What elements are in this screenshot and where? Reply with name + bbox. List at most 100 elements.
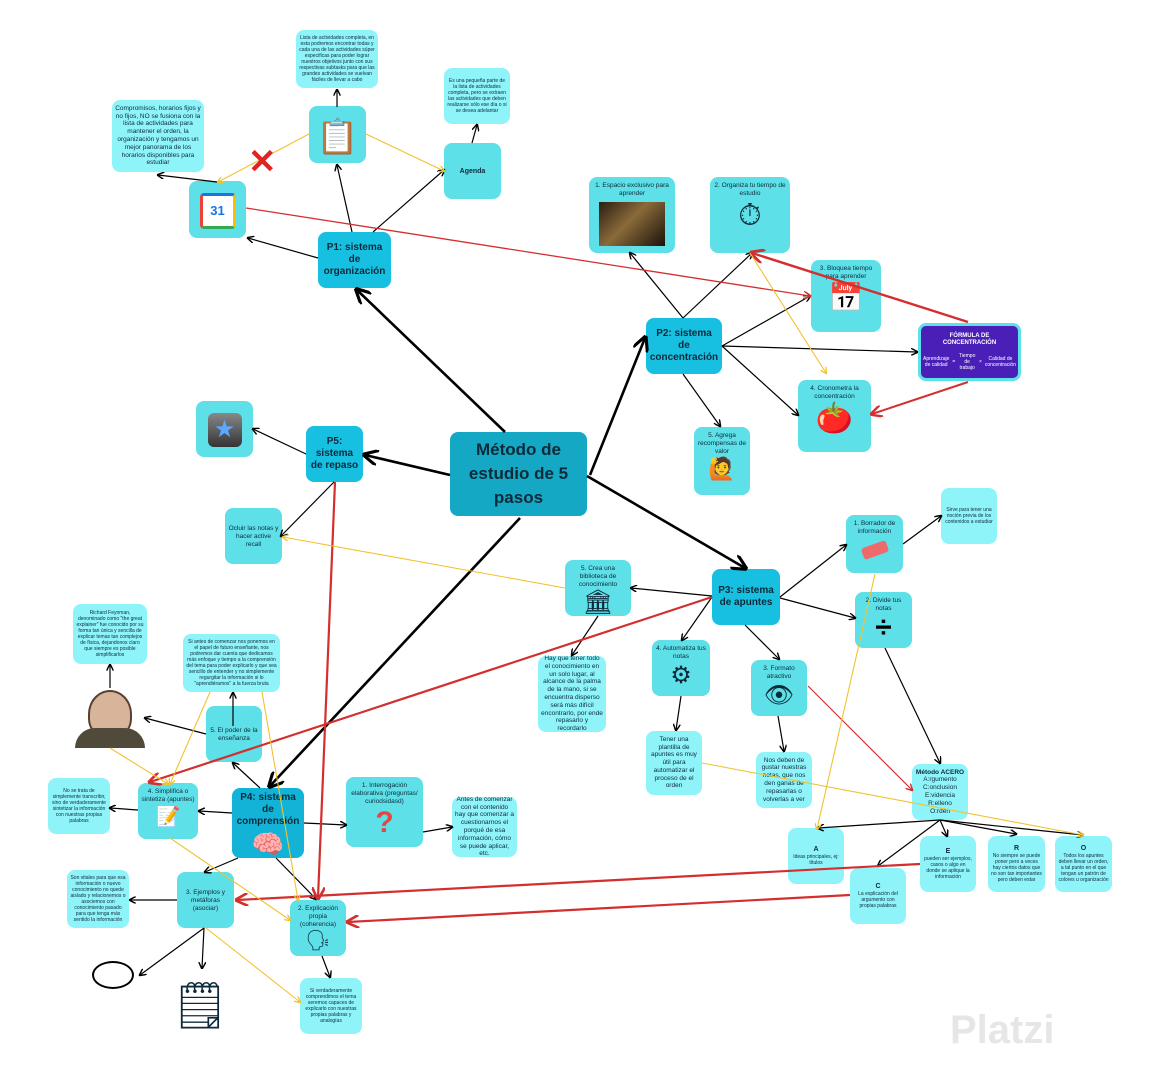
anki-node[interactable]: ★ xyxy=(196,401,253,457)
simplify-note[interactable]: No se trata de simplemente transcribir, … xyxy=(48,778,110,834)
p2-item-1[interactable]: 1. Espacio exclusivo para aprender xyxy=(589,177,675,253)
p5-title: P5: sistema de repaso xyxy=(310,436,359,471)
examples-note[interactable]: Son vitales para que esa información o n… xyxy=(67,870,129,928)
item-label: 1. Interrogación elaborativa (preguntas/… xyxy=(351,782,418,805)
eye-icon: 👁 xyxy=(763,681,795,709)
agenda-note[interactable]: Es una pequeña parte de la lista de acti… xyxy=(444,68,510,124)
p3-item-1[interactable]: 1. Borrador de información xyxy=(846,515,903,573)
format-note[interactable]: Nos deben de gustar nuestras notas, que … xyxy=(756,752,812,808)
formula-title: FÓRMULA DE CONCENTRACIÓN xyxy=(942,332,997,346)
note-text: pueden ser ejemplos, casos o algo en don… xyxy=(924,856,972,881)
item-label: 2. Divide tus notas xyxy=(865,597,902,612)
p2-item-5[interactable]: 5. Agrega recompensas de valor🙋 xyxy=(694,427,750,495)
p3-title: P3: sistema de apuntes xyxy=(718,585,774,608)
p2-item-3[interactable]: 3. Bloquea tiempo para aprender📅 xyxy=(811,260,881,332)
note-text: Todos los apuntes deben llevar un orden,… xyxy=(1058,853,1109,884)
pillar-p5[interactable]: P5: sistema de repaso xyxy=(306,426,363,482)
note-text: Tener una plantilla de apuntes es muy út… xyxy=(651,735,697,790)
p3-item-4[interactable]: 4. Automatiza tus notas⚙ xyxy=(652,640,710,696)
acero-method[interactable]: Método ACERO A:rgumento C:onclusion E:vi… xyxy=(912,764,968,820)
note-text: Richard Feynman, denominado como "the gr… xyxy=(76,610,144,658)
note-text: Antes de comenzar con el contenido hay q… xyxy=(455,795,514,858)
feynman-note[interactable]: Richard Feynman, denominado como "the gr… xyxy=(73,604,147,664)
draft-note[interactable]: Sirve para tener una noción previa de lo… xyxy=(941,488,997,544)
acero-letter: A xyxy=(813,845,819,853)
note-text: Son vitales para que esa información o n… xyxy=(70,875,126,923)
note-text: Ideas principales, ej: títulos xyxy=(793,854,839,867)
activity-list-node[interactable]: 📋 xyxy=(309,106,366,163)
pillar-p3[interactable]: P3: sistema de apuntes xyxy=(712,569,780,625)
item-label: 1. Borrador de información xyxy=(853,520,896,535)
p4-item-4[interactable]: 4. Simplifica o sintetiza (apuntes)📝 xyxy=(138,783,198,839)
note-text: Lista de actividades completa, en esta p… xyxy=(299,35,375,83)
note-text: La explicación del argumento con propias… xyxy=(858,891,898,910)
p4-title: P4: sistema de comprensión xyxy=(236,792,300,827)
activity-list-note[interactable]: Lista de actividades completa, en esta p… xyxy=(296,30,378,88)
acero-title: Método ACERO xyxy=(915,768,965,776)
p4-item-1[interactable]: 1. Interrogación elaborativa (preguntas/… xyxy=(346,777,423,847)
item-label: 5. Crea una biblioteca de conocimiento xyxy=(578,565,618,588)
central-topic[interactable]: Método de estudio de 5 pasos xyxy=(450,432,587,516)
formula-operator: = xyxy=(952,359,956,366)
google-calendar-node[interactable]: 31 xyxy=(189,181,246,238)
item-label: 3. Bloquea tiempo para aprender xyxy=(819,265,873,280)
interrogation-note[interactable]: Antes de comenzar con el contenido hay q… xyxy=(452,795,517,858)
p4-item-3[interactable]: 3. Ejemplos y metáforas (asociar) xyxy=(177,872,234,928)
automate-note[interactable]: Tener una plantilla de apuntes es muy út… xyxy=(646,731,702,795)
p3-item-3[interactable]: 3. Formato atractivo👁 xyxy=(751,660,807,716)
note-text: Si antes de comenzar nos ponemos en el p… xyxy=(186,639,277,687)
p1-title: P1: sistema de organización xyxy=(323,242,386,277)
p4-item-2[interactable]: 2. Explicación propia (coherencia)🗣 xyxy=(290,900,346,956)
formula-term: Tiempo de trabajo xyxy=(958,353,976,372)
item-label: 3. Formato atractivo xyxy=(763,665,795,680)
pillar-p2[interactable]: P2: sistema de concentración xyxy=(646,318,722,374)
agenda-node[interactable]: Agenda xyxy=(444,143,501,199)
p2-item-2[interactable]: 2. Organiza tu tiempo de estudio⏱ xyxy=(710,177,790,253)
p3-item-5[interactable]: 5. Crea una biblioteca de conocimiento🏛 xyxy=(565,560,631,616)
library-note[interactable]: Hay que tener todo el conocimiento en un… xyxy=(538,655,606,733)
note-text: Es una pequeña parte de la lista de acti… xyxy=(447,78,507,114)
note-text: Si verdaderamente comprendimos el tema s… xyxy=(305,988,357,1024)
acero-line: R:elleno xyxy=(928,799,952,807)
item-label: 2. Organiza tu tiempo de estudio xyxy=(714,182,786,197)
p4-item-5[interactable]: 5. El poder de la enseñanza xyxy=(206,706,262,762)
calendar-note[interactable]: Compromisos, horarios fijos y no fijos, … xyxy=(112,100,204,172)
item-label: 4. Cronometra la concentración xyxy=(810,385,859,400)
platzi-watermark: Platzi xyxy=(950,1008,1055,1052)
p3-item-2[interactable]: 2. Divide tus notas÷ xyxy=(855,592,912,648)
active-recall-node[interactable]: Ocluir las notas y hacer active recall xyxy=(225,508,282,564)
mind-map-sketch-icon xyxy=(68,940,158,1010)
item-label: 5. Agrega recompensas de valor xyxy=(697,432,747,455)
acero-letter: C xyxy=(875,882,881,890)
acero-line: O:rden xyxy=(930,807,950,815)
acero-letter: E xyxy=(945,847,951,855)
pillar-p1[interactable]: P1: sistema de organización xyxy=(318,232,391,288)
p2-title: P2: sistema de concentración xyxy=(649,328,719,363)
stopwatch-icon: ⏱ xyxy=(738,198,762,232)
calendar-icon: 31 xyxy=(199,192,236,229)
note-text: Hay que tener todo el conocimiento en un… xyxy=(541,655,603,733)
pillar-p4[interactable]: P4: sistema de comprensión🧠 xyxy=(232,788,304,858)
note-text: Nos deben de gustar nuestras notas, que … xyxy=(761,756,807,803)
gear-sync-icon: ⚙ xyxy=(670,661,692,689)
question-mark-icon: ? xyxy=(375,806,394,840)
p2-item-4[interactable]: 4. Cronometra la concentración🍅 xyxy=(798,380,871,452)
anki-star-icon: ★ xyxy=(207,413,242,447)
explanation-note[interactable]: Si verdaderamente comprendimos el tema s… xyxy=(300,978,362,1034)
library-icon: 🏛 xyxy=(582,589,614,617)
teaching-note[interactable]: Si antes de comenzar nos ponemos en el p… xyxy=(183,634,280,692)
formula-term: Aprendizaje de calidad xyxy=(923,356,950,369)
concentration-formula[interactable]: FÓRMULA DE CONCENTRACIÓN Aprendizaje de … xyxy=(918,323,1021,381)
cross-mark-icon: ✕ xyxy=(248,143,277,181)
eraser-icon xyxy=(860,539,889,560)
item-label: 1. Espacio exclusivo para aprender xyxy=(595,182,669,197)
item-label: 2. Explicación propia (coherencia) xyxy=(297,905,339,928)
feynman-portrait xyxy=(75,688,145,748)
item-label: 4. Simplifica o sintetiza (apuntes) xyxy=(141,788,195,803)
acero-letter: R xyxy=(1013,844,1020,852)
